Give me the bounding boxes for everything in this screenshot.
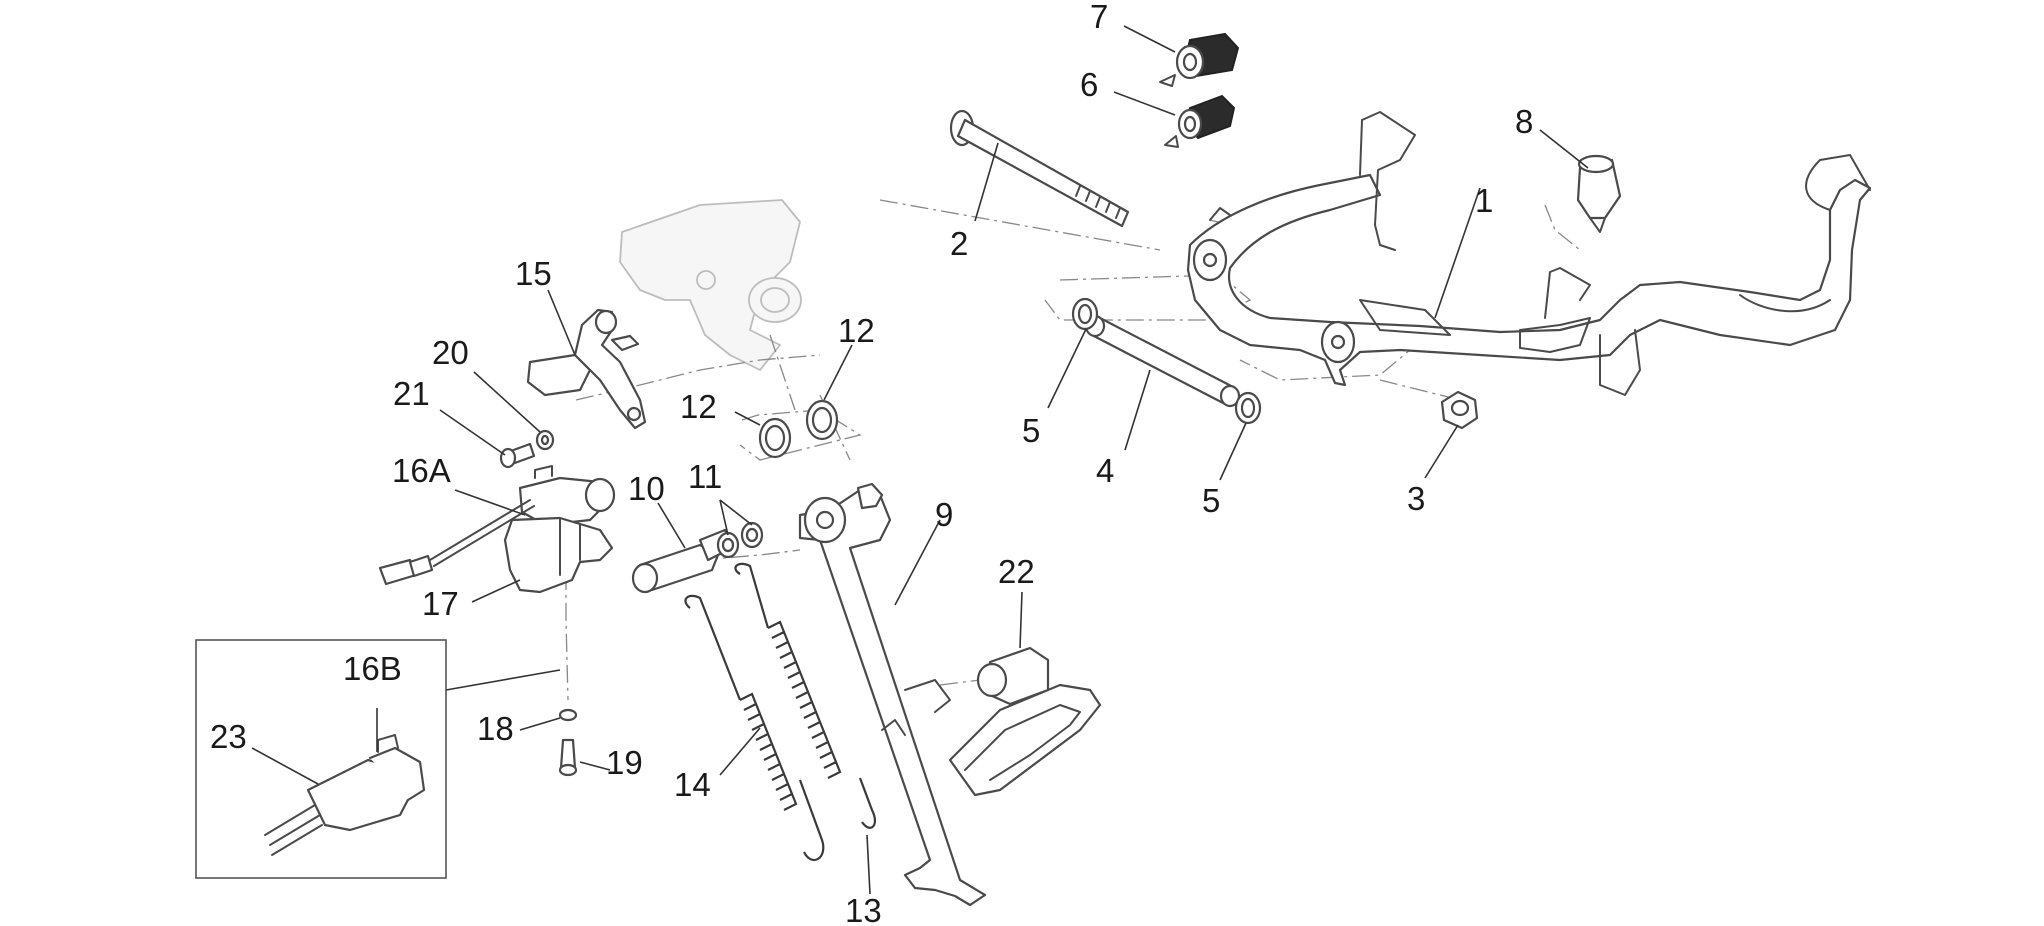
callout-3: 3 bbox=[1407, 480, 1425, 517]
part-6-rubber-bush bbox=[1164, 94, 1236, 148]
callout-12b: 12 bbox=[838, 312, 875, 349]
part-3-nut bbox=[1440, 390, 1479, 430]
callout-labels: 7 6 8 1 2 5 4 5 3 9 10 11 12 12 13 14 15… bbox=[210, 0, 1533, 926]
part-16a-stand-switch bbox=[378, 465, 616, 586]
part-2-pivot-bolt bbox=[949, 109, 1130, 228]
callout-2: 2 bbox=[950, 225, 968, 262]
callout-14: 14 bbox=[674, 766, 711, 803]
part-10-pivot-pin bbox=[631, 528, 734, 594]
inset-connector-box bbox=[195, 639, 447, 879]
callout-22: 22 bbox=[998, 553, 1035, 590]
callout-4: 4 bbox=[1096, 452, 1114, 489]
part-21-screw bbox=[499, 442, 536, 469]
callout-21: 21 bbox=[393, 375, 430, 412]
part-8-stopper bbox=[1576, 154, 1622, 233]
part-11-washers bbox=[716, 521, 764, 559]
part-7-rubber-bush bbox=[1159, 32, 1240, 87]
part-22-rubber-pad bbox=[976, 646, 1050, 706]
part-5-washers bbox=[1071, 297, 1262, 425]
callout-9: 9 bbox=[935, 496, 953, 533]
part-4-spacer-tube bbox=[1084, 314, 1241, 408]
callout-15: 15 bbox=[515, 255, 552, 292]
callout-6: 6 bbox=[1080, 66, 1098, 103]
callout-23: 23 bbox=[210, 718, 247, 755]
part-18-washer bbox=[558, 708, 578, 722]
callout-10: 10 bbox=[628, 470, 665, 507]
callout-19: 19 bbox=[606, 744, 643, 781]
part-12-o-rings bbox=[758, 399, 839, 459]
part-1-centre-stand bbox=[1186, 111, 1872, 396]
callout-11: 11 bbox=[688, 458, 722, 495]
part-17-switch-housing bbox=[503, 516, 614, 594]
callout-1: 1 bbox=[1475, 182, 1493, 219]
leader-lines bbox=[251, 25, 1589, 895]
callout-18: 18 bbox=[477, 710, 514, 747]
callout-16b: 16B bbox=[343, 650, 402, 687]
callout-16a: 16A bbox=[392, 452, 451, 489]
callout-8: 8 bbox=[1515, 103, 1533, 140]
part-19-screw bbox=[558, 738, 578, 777]
callout-12a: 12 bbox=[680, 388, 717, 425]
part-20-washer bbox=[535, 429, 555, 451]
callout-5a: 5 bbox=[1022, 412, 1040, 449]
callout-7: 7 bbox=[1090, 0, 1108, 35]
callout-5b: 5 bbox=[1202, 482, 1220, 519]
part-9-side-stand bbox=[798, 482, 1102, 907]
callout-20: 20 bbox=[432, 334, 469, 371]
part-15-switch-bracket bbox=[526, 308, 647, 430]
part-13-spring bbox=[734, 562, 877, 829]
callout-13: 13 bbox=[845, 892, 882, 926]
callout-17: 17 bbox=[422, 585, 459, 622]
part-14-spring bbox=[684, 594, 825, 862]
ghost-frame-bracket bbox=[619, 199, 802, 371]
